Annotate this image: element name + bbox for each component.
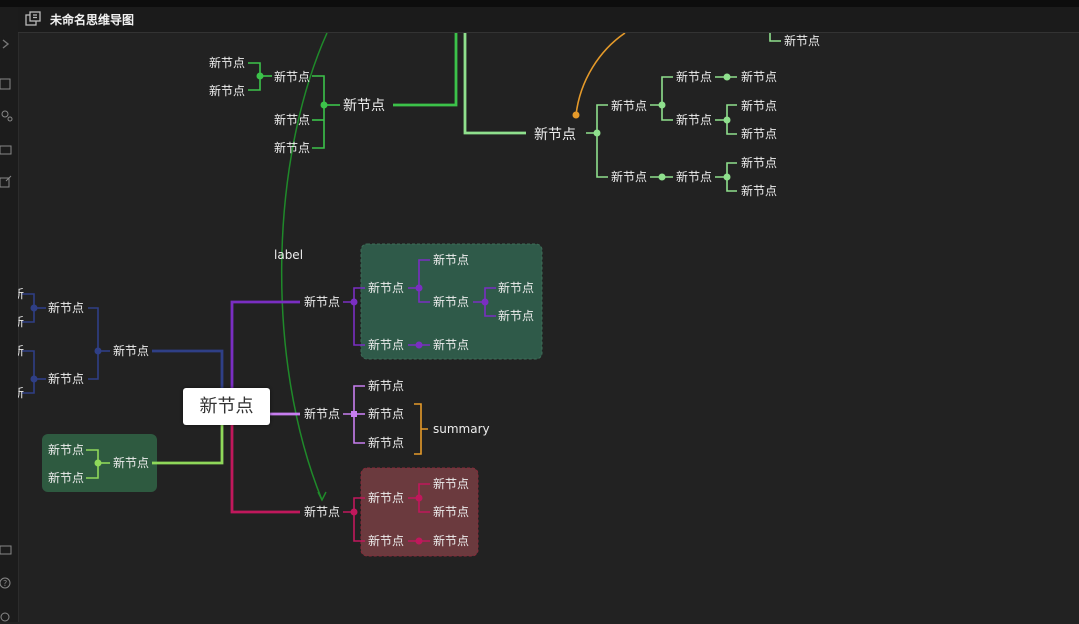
title-bar: 未命名思维导图 <box>18 7 1079 33</box>
mindmap-canvas[interactable]: 新节点 新节点 新节点 新节点 新节点 新节点 新节点 新节点 新节点 新节点 … <box>18 33 1079 622</box>
branch-dot <box>723 73 731 81</box>
root-node[interactable]: 新节点 <box>183 388 270 425</box>
branch-dot <box>256 72 264 80</box>
branch-dot <box>593 129 601 137</box>
mindmap-node[interactable]: 新节点 <box>498 280 534 295</box>
mindmap-node[interactable]: 新节点 <box>368 378 404 393</box>
theme-icon[interactable] <box>0 143 14 157</box>
mindmap-node[interactable]: 新节点 <box>209 83 245 98</box>
mindmap-node[interactable]: 新节点 <box>433 337 469 352</box>
branch-purple <box>230 259 496 400</box>
mindmap-node[interactable]: 新节点 <box>209 55 245 70</box>
branch-dot <box>415 284 423 292</box>
structure-icon[interactable] <box>0 109 14 123</box>
mindmap-node[interactable]: 新节点 <box>784 33 820 48</box>
page-title: 未命名思维导图 <box>50 13 135 27</box>
mindmap-node[interactable]: 新节点 <box>611 169 647 184</box>
mindmap-node[interactable]: 新节点 <box>534 127 576 143</box>
branch-dot <box>94 459 102 467</box>
branch-dot <box>30 304 38 312</box>
chevron-right-icon[interactable] <box>0 37 14 51</box>
mindmap-node[interactable]: 新节点 <box>48 300 84 315</box>
mindmap-node[interactable]: 新节点 <box>741 69 777 84</box>
mindmap-node[interactable]: 新节点 <box>343 98 385 114</box>
mindmap-node[interactable]: 新节点 <box>368 406 404 421</box>
summary-node[interactable]: summary <box>433 422 490 436</box>
mindmap-node[interactable]: 新节点 <box>48 442 84 457</box>
mindmap-node[interactable]: 新节点 <box>368 533 404 548</box>
svg-text:?: ? <box>3 579 7 588</box>
branch-dot <box>415 537 423 545</box>
branch-light-green <box>463 33 781 192</box>
mindmap-node[interactable]: 新节点 <box>304 294 340 309</box>
settings-icon[interactable] <box>0 610 14 624</box>
mindmap-node[interactable]: 新节点 <box>274 140 310 155</box>
branch-dot <box>415 341 423 349</box>
branch-dot <box>94 347 102 355</box>
branch-dot <box>658 101 666 109</box>
mindmap-node[interactable]: 新节点 <box>676 112 712 127</box>
arrow-head-icon <box>317 491 327 502</box>
mindmap-node[interactable]: 新节点 <box>498 308 534 323</box>
mindmap-node[interactable]: 新节点 <box>676 69 712 84</box>
branch-dot <box>723 116 731 124</box>
group-frame-green[interactable] <box>360 243 543 360</box>
branch-dot <box>350 298 358 306</box>
help-icon[interactable]: ? <box>0 576 14 590</box>
summary-bracket[interactable] <box>414 403 428 455</box>
mindmap-node-partial[interactable]: 新 <box>18 286 24 301</box>
mindmap-icon <box>25 11 41 26</box>
mindmap-node[interactable]: 新节点 <box>433 476 469 491</box>
branch-dot <box>481 298 489 306</box>
mindmap-node[interactable]: 新节点 <box>433 252 469 267</box>
mindmap-node-partial[interactable]: 新 <box>18 314 24 329</box>
mindmap-node[interactable]: 新节点 <box>676 169 712 184</box>
branch-dot <box>723 173 731 181</box>
mindmap-node[interactable]: 新节点 <box>741 183 777 198</box>
branch-dot <box>415 494 423 502</box>
association-dot <box>572 111 580 119</box>
mindmap-node[interactable]: 新节点 <box>368 280 404 295</box>
mindmap-node-partial[interactable]: 新 <box>18 385 24 400</box>
keyboard-icon[interactable] <box>0 543 14 557</box>
mindmap-node[interactable]: 新节点 <box>433 504 469 519</box>
style-icon[interactable] <box>0 175 14 189</box>
outline-icon[interactable] <box>0 77 14 91</box>
mindmap-node[interactable]: 新节点 <box>433 294 469 309</box>
node-labels: 新节点 新节点 新节点 新节点 新节点 新节点 新节点 新节点 新节点 新节点 … <box>18 33 820 548</box>
mindmap-node[interactable]: 新节点 <box>304 504 340 519</box>
mindmap-node[interactable]: 新节点 <box>304 406 340 421</box>
branch-dot <box>351 411 357 417</box>
mindmap-node[interactable]: 新节点 <box>48 371 84 386</box>
branch-dot <box>658 173 666 181</box>
edge-label[interactable]: label <box>274 248 303 262</box>
branch-violet <box>270 385 365 444</box>
mindmap-node[interactable]: 新节点 <box>741 155 777 170</box>
mindmap-node-partial[interactable]: 新 <box>18 343 24 358</box>
branch-crimson <box>230 422 430 542</box>
mindmap-node[interactable]: 新节点 <box>113 343 149 358</box>
mindmap-svg: 新节点 新节点 新节点 新节点 新节点 新节点 新节点 新节点 新节点 新节点 … <box>18 33 820 557</box>
mindmap-node[interactable]: 新节点 <box>741 126 777 141</box>
mindmap-node[interactable]: 新节点 <box>433 533 469 548</box>
mindmap-node[interactable]: 新节点 <box>741 98 777 113</box>
branch-dot <box>320 101 328 109</box>
mindmap-node[interactable]: 新节点 <box>611 98 647 113</box>
mindmap-node[interactable]: 新节点 <box>113 455 149 470</box>
association-line-orange[interactable] <box>575 33 626 116</box>
mindmap-node[interactable]: 新节点 <box>368 490 404 505</box>
branch-dot <box>30 375 38 383</box>
branch-green <box>248 33 458 149</box>
mindmap-node[interactable]: 新节点 <box>368 337 404 352</box>
association-line-green[interactable] <box>280 33 328 501</box>
left-toolbar: ? <box>0 7 19 622</box>
mindmap-node[interactable]: 新节点 <box>274 69 310 84</box>
mindmap-node[interactable]: 新节点 <box>368 435 404 450</box>
mindmap-node[interactable]: 新节点 <box>274 112 310 127</box>
top-strip <box>0 0 1079 7</box>
mindmap-node[interactable]: 新节点 <box>48 470 84 485</box>
branch-dot <box>350 508 358 516</box>
